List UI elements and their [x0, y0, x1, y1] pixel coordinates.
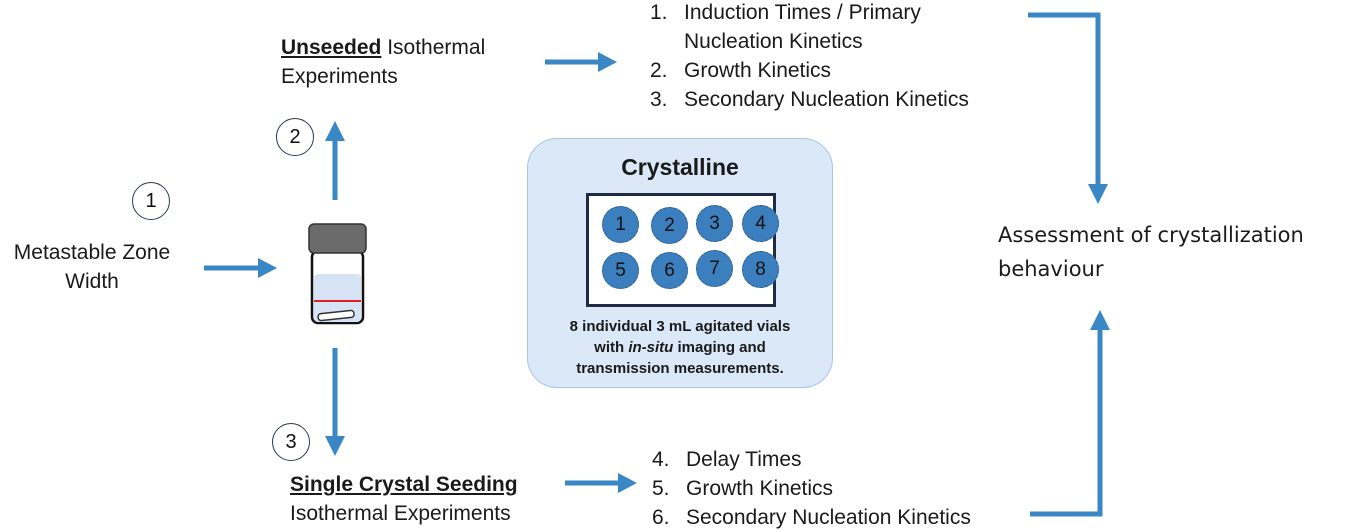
- vial-plate: 1 2 3 4 5 6 7 8: [586, 193, 779, 307]
- crystalline-panel: Crystalline 1 2 3 4 5 6 7 8 8 individual…: [527, 138, 833, 388]
- caption-line: with in-situ imaging and: [594, 339, 766, 356]
- vial-well: 5: [602, 252, 639, 289]
- list-item: 1.Induction Times / Primary: [650, 1, 921, 24]
- crystalline-caption: 8 individual 3 mL agitated vials with in…: [528, 316, 832, 379]
- step-2-label-line2: Experiments: [281, 65, 398, 88]
- arrowhead: [618, 473, 637, 493]
- step-1-badge: 1: [132, 182, 170, 220]
- vial-well: 3: [696, 205, 733, 242]
- list-item: 2.Growth Kinetics: [650, 59, 832, 82]
- step-2-badge: 2: [276, 118, 314, 156]
- assessment-line1: Assessment of crystallization: [998, 223, 1304, 247]
- assessment-line2: behaviour: [998, 257, 1104, 281]
- caption-line: 8 individual 3 mL agitated vials: [569, 318, 791, 335]
- vial-well: 2: [651, 207, 688, 244]
- connector-seeded-to-assessment: [1030, 325, 1103, 517]
- step-2-label: Unseeded Isothermal Experiments: [281, 33, 485, 91]
- step-2-label-emphasis: Unseeded: [281, 36, 382, 59]
- arrowhead: [598, 52, 617, 72]
- arrowhead: [325, 436, 345, 456]
- step-3-label: Single Crystal Seeding Isothermal Experi…: [290, 470, 518, 528]
- step-2-label-rest: Isothermal: [381, 36, 486, 59]
- arrowhead: [1090, 310, 1110, 330]
- connector-unseeded-to-assessment: [1028, 12, 1101, 185]
- list-item-continued: Nucleation Kinetics: [684, 30, 863, 53]
- step-3-badge: 3: [272, 423, 310, 461]
- vial-well: 1: [602, 206, 639, 243]
- step-3-label-emphasis: Single Crystal Seeding: [290, 473, 518, 496]
- vial-well: 8: [742, 251, 779, 288]
- step-1-label: Metastable Zone Width: [0, 238, 184, 296]
- list-item: 3.Secondary Nucleation Kinetics: [650, 88, 969, 111]
- seeded-outputs-list: 4.Delay Times 5.Growth Kinetics 6.Second…: [652, 445, 971, 532]
- arrowhead: [1088, 184, 1108, 204]
- crystalline-title: Crystalline: [621, 154, 739, 180]
- step-1-label-line2: Width: [65, 270, 119, 293]
- vial-well: 4: [742, 205, 779, 242]
- list-item: 6.Secondary Nucleation Kinetics: [652, 506, 971, 529]
- arrowhead: [325, 121, 345, 141]
- arrowhead: [258, 258, 277, 278]
- step-3-label-line2: Isothermal Experiments: [290, 502, 511, 525]
- assessment-label: Assessment of crystallization behaviour: [998, 218, 1304, 286]
- step-1-label-line1: Metastable Zone: [13, 241, 171, 264]
- vial-well: 6: [651, 252, 688, 289]
- list-item: 4.Delay Times: [652, 448, 802, 471]
- vial-well: 7: [696, 250, 733, 287]
- unseeded-outputs-list: 1.Induction Times / Primary Nucleation K…: [650, 0, 969, 114]
- vial-icon: [308, 223, 367, 325]
- list-item: 5.Growth Kinetics: [652, 477, 834, 500]
- caption-line: transmission measurements.: [576, 360, 784, 377]
